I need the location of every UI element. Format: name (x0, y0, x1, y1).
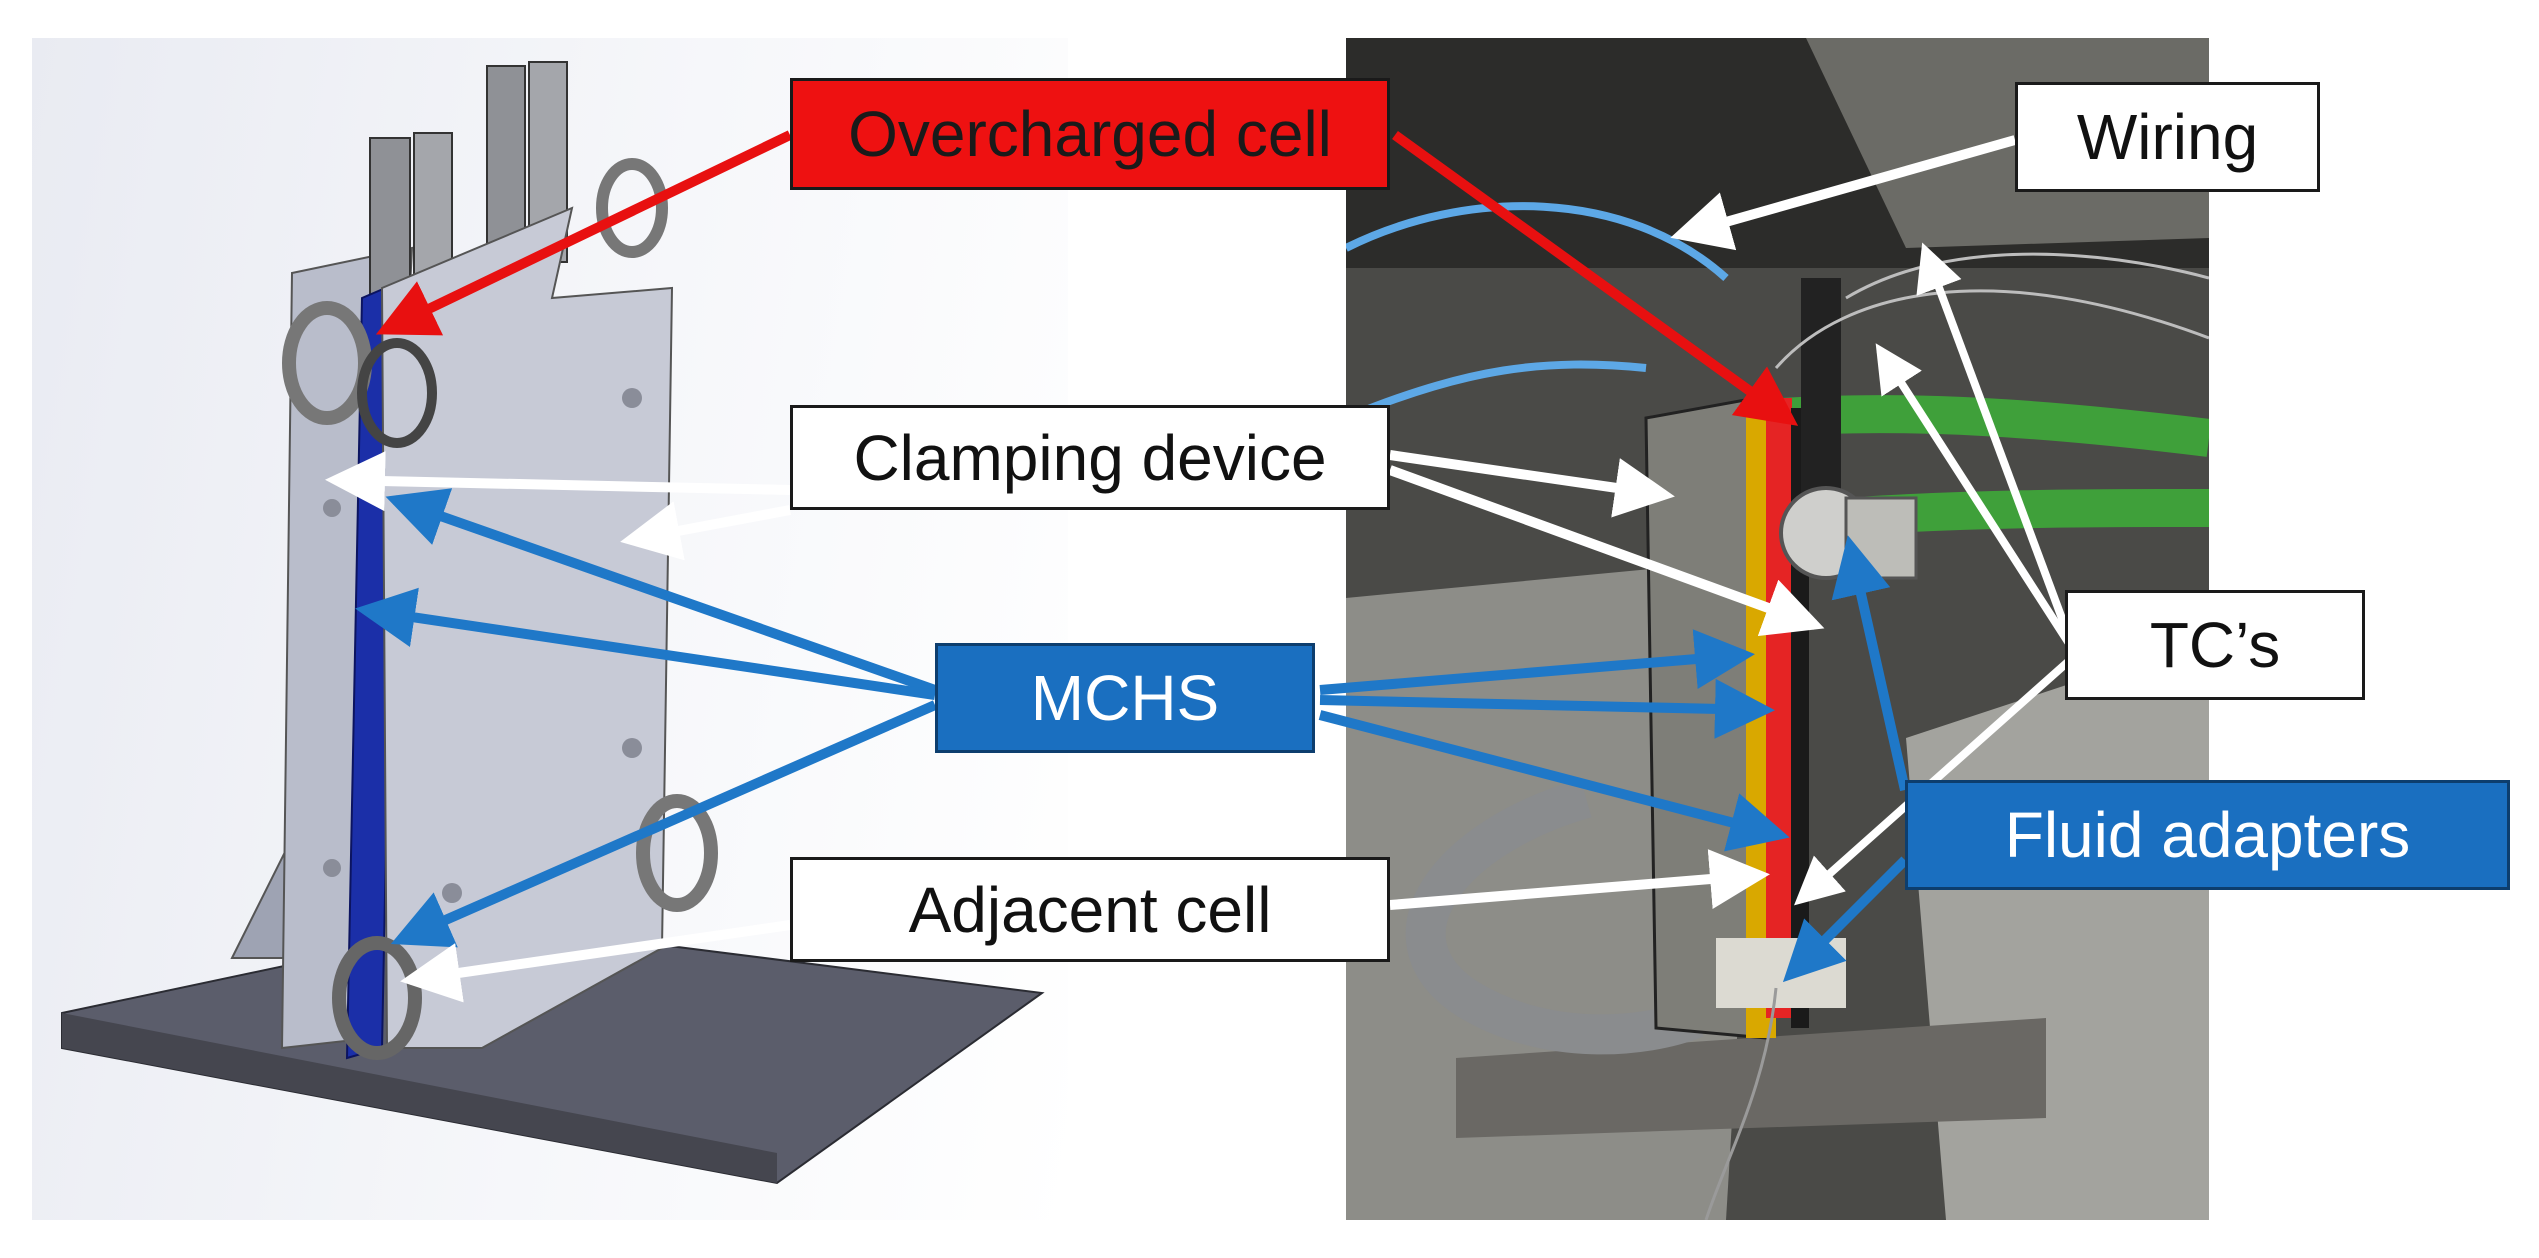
bolt-hole (442, 883, 462, 903)
mounting-ring (596, 158, 668, 258)
fluid-adapter-fitting (1844, 496, 1918, 580)
bolt-hole (323, 859, 341, 877)
label-wiring: Wiring (2015, 82, 2320, 192)
front-clamp-plate (380, 206, 674, 1049)
mounting-ring (357, 338, 437, 448)
bolt-hole (622, 738, 642, 758)
label-tcs: TC’s (2065, 590, 2365, 700)
base-plate-edge (62, 1013, 777, 1183)
bolt-hole (622, 388, 642, 408)
thermocouple-wire (1704, 987, 1778, 1220)
cad-model-panel (32, 38, 1068, 1220)
label-fluid-adapters: Fluid adapters (1905, 780, 2510, 890)
floor-stone (1906, 638, 2209, 1220)
fluid-adapter-block (1716, 938, 1846, 1008)
label-adjacent-cell: Adjacent cell (790, 857, 1390, 962)
bolt-hole (323, 499, 341, 517)
braided-hose (1405, 778, 1704, 1055)
cad-model-drawing (61, 61, 1045, 1185)
label-clamping-device: Clamping device (790, 405, 1390, 510)
black-connector (1801, 278, 1841, 498)
label-mchs: MCHS (935, 643, 1315, 753)
overcharged-cell-body (1766, 398, 1792, 1018)
label-overcharged-cell: Overcharged cell (790, 78, 1390, 190)
